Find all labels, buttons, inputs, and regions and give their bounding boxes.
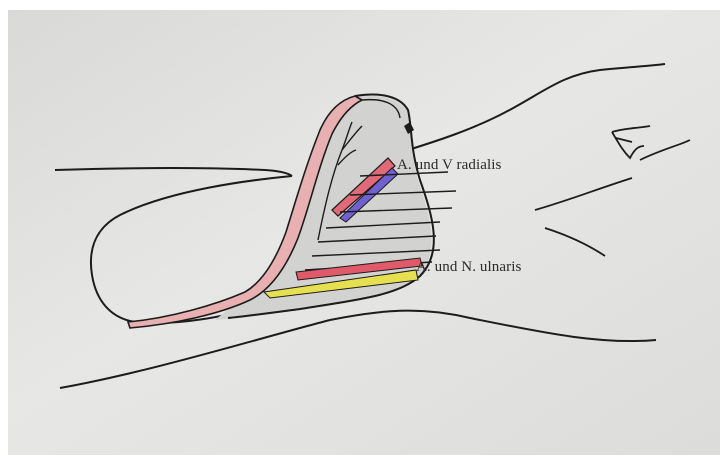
label-ulnar-artery-nerve: A. und N. ulnaris [416, 259, 521, 276]
label-radial-artery-vein: A. und V radialis [397, 157, 501, 174]
